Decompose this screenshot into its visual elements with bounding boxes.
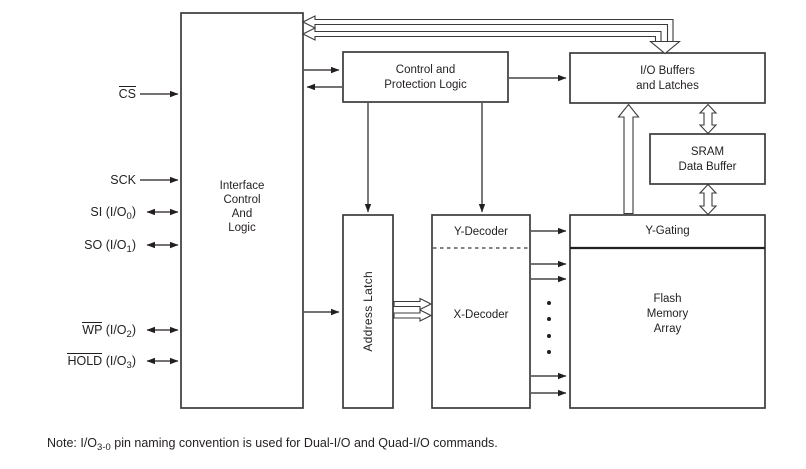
footnote: Note: I/O3-0 pin naming convention is us… bbox=[47, 436, 498, 453]
ellipsis-dot bbox=[547, 317, 551, 321]
bus-arrow-iobuffers-to-interface bbox=[301, 15, 674, 43]
address-latch-label: Address Latch bbox=[361, 271, 375, 352]
io-buffers-label: I/O Buffers and Latches bbox=[636, 65, 699, 92]
sram-data-buffer-label: SRAM Data Buffer bbox=[678, 146, 737, 173]
control-protection-block bbox=[342, 51, 509, 103]
ellipsis-dot bbox=[547, 334, 551, 338]
ellipsis-dot bbox=[547, 301, 551, 305]
pin-label-sck: SCK bbox=[110, 173, 136, 187]
pin-label-cs: CS bbox=[118, 86, 136, 101]
flash-memory-array-label: Flash Memory Array bbox=[646, 293, 689, 335]
x-decoder-label: X-Decoder bbox=[453, 309, 509, 321]
y-gating-label: Y-Gating bbox=[645, 225, 690, 237]
pin-label-so: SO (I/O1) bbox=[84, 238, 136, 255]
sram-data-buffer-block bbox=[649, 133, 766, 185]
interface-control-label: Interface Control And Logic bbox=[219, 180, 265, 234]
ellipsis-dot bbox=[547, 350, 551, 354]
bus-arrowhead-into-iobuffers bbox=[648, 40, 682, 55]
bus-arrow-interface-to-iobuffers bbox=[301, 27, 662, 43]
control-protection-label: Control and Protection Logic bbox=[384, 64, 467, 91]
bus-arrow-iobuffers-sram-bidirectional bbox=[698, 103, 718, 135]
bus-arrow-sram-ygating-bidirectional bbox=[698, 183, 718, 216]
bus-arrow-address-latch-to-xdecoder-2 bbox=[393, 309, 433, 322]
pin-label-si: SI (I/O0) bbox=[90, 205, 136, 222]
decoder-block bbox=[431, 214, 531, 409]
address-latch-block bbox=[342, 214, 394, 409]
interface-control-block bbox=[180, 12, 304, 409]
bus-arrow-ygating-to-iobuffers bbox=[617, 103, 640, 215]
io-buffers-block bbox=[569, 52, 766, 104]
y-decoder-label: Y-Decoder bbox=[454, 226, 508, 238]
pin-label-wp: WP (I/O2) bbox=[82, 322, 136, 340]
pin-label-hold: HOLD (I/O3) bbox=[67, 353, 136, 371]
bus-arrow-address-latch-to-xdecoder-1 bbox=[393, 297, 433, 311]
